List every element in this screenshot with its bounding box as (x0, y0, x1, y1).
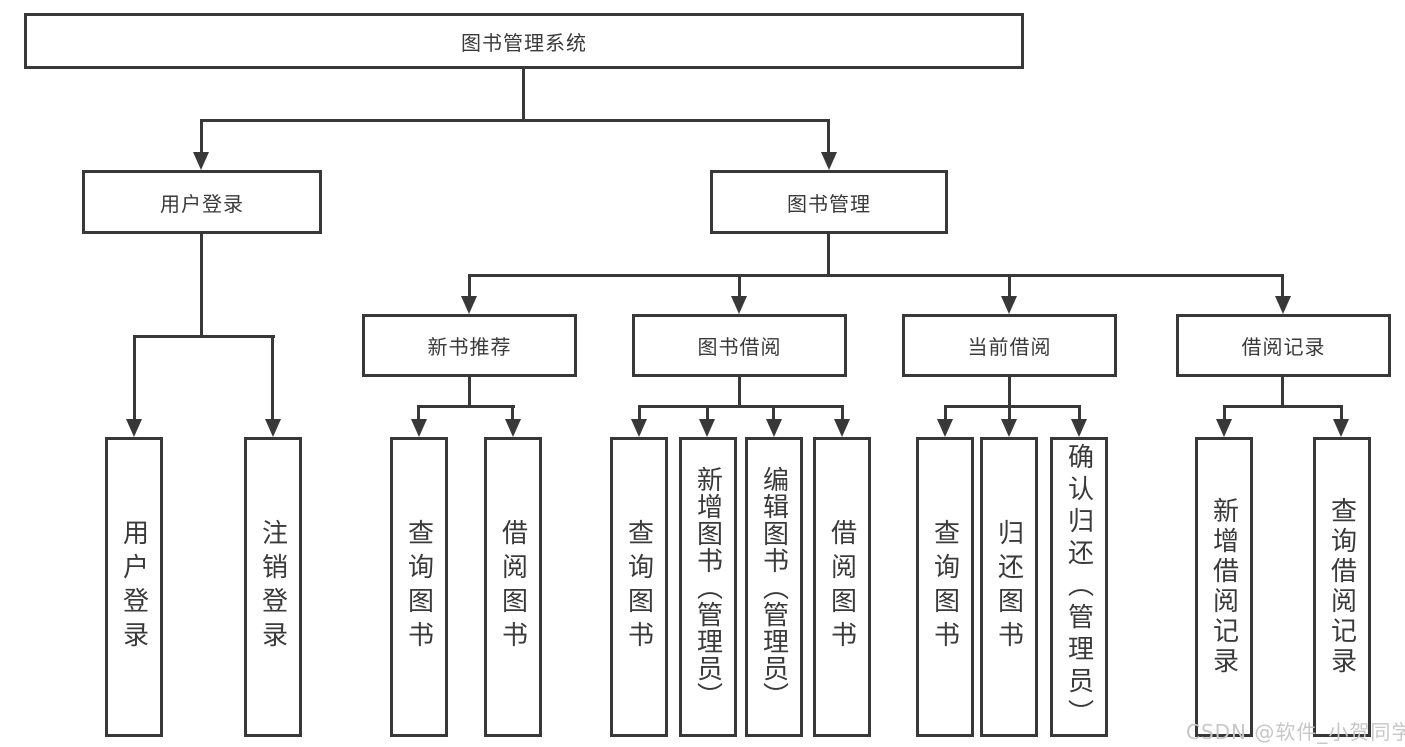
connector-line (1223, 405, 1343, 408)
connector-line (522, 69, 525, 121)
connector-line (841, 405, 844, 421)
connector-line (468, 376, 471, 407)
arrowhead (821, 152, 837, 170)
connector-line (1008, 376, 1011, 407)
arrowhead (461, 296, 477, 314)
node-user-login: 用户登录 (82, 170, 322, 234)
connector-line (1008, 405, 1011, 421)
arrowhead (1001, 419, 1017, 437)
node-root: 图书管理系统 (24, 13, 1024, 69)
leaf-borrow-add-book-admin: 新增图书（管理员） (679, 437, 737, 737)
arrowhead (1275, 296, 1291, 314)
leaf-recommend-borrow-book: 借阅图书 (484, 437, 542, 737)
connector-line (271, 335, 274, 421)
arrowhead (1216, 419, 1232, 437)
connector-line (738, 274, 741, 298)
connector-line (200, 233, 203, 337)
node-book-borrow: 图书借阅 (632, 314, 847, 377)
connector-line (468, 274, 1284, 277)
arrowhead (631, 419, 647, 437)
arrowhead (937, 419, 953, 437)
arrowhead (411, 419, 427, 437)
arrowhead (505, 419, 521, 437)
arrowhead (699, 419, 715, 437)
connector-line (1281, 274, 1284, 298)
connector-line (133, 335, 275, 338)
leaf-borrow-lend-book: 借阅图书 (813, 437, 871, 737)
node-borrow-records: 借阅记录 (1176, 314, 1391, 377)
leaf-current-return-book: 归还图书 (980, 437, 1038, 737)
node-book-management: 图书管理 (710, 170, 948, 234)
arrowhead (834, 419, 850, 437)
leaf-records-add-record: 新增借阅记录 (1195, 437, 1253, 737)
arrowhead (731, 296, 747, 314)
leaf-current-confirm-return-admin: 确认归还（管理员） (1050, 437, 1108, 737)
connector-line (1008, 274, 1011, 298)
connector-line (738, 376, 741, 407)
connector-line (827, 119, 830, 154)
arrowhead (766, 419, 782, 437)
connector-line (417, 405, 420, 421)
leaf-user-login: 用户登录 (105, 437, 163, 737)
connector-line (1078, 405, 1081, 421)
connector-line (200, 119, 830, 122)
connector-line (944, 405, 947, 421)
connector-line (511, 405, 514, 421)
connector-line (638, 405, 844, 408)
leaf-borrow-query-book: 查询图书 (610, 437, 668, 737)
connector-line (827, 233, 830, 277)
connector-line (944, 405, 1081, 408)
arrowhead (193, 152, 209, 170)
connector-line (200, 119, 203, 154)
arrowhead (1333, 419, 1349, 437)
connector-line (1223, 405, 1226, 421)
leaf-recommend-query-book: 查询图书 (390, 437, 448, 737)
arrowhead (1071, 419, 1087, 437)
connector-line (772, 405, 775, 421)
leaf-records-query-record: 查询借阅记录 (1313, 437, 1371, 737)
connector-line (133, 335, 136, 421)
arrowhead (1001, 296, 1017, 314)
leaf-current-query-book: 查询图书 (916, 437, 974, 737)
connector-line (706, 405, 709, 421)
csdn-watermark: CSDN @软件_小贺同学 (1186, 720, 1405, 744)
arrowhead (265, 419, 281, 437)
connector-line (468, 274, 471, 298)
connector-line (417, 405, 515, 408)
leaf-borrow-edit-book-admin: 编辑图书（管理员） (745, 437, 803, 737)
leaf-user-logout: 注销登录 (244, 437, 302, 737)
connector-line (1281, 376, 1284, 407)
connector-line (638, 405, 641, 421)
node-new-book-recommend: 新书推荐 (362, 314, 577, 377)
arrowhead (126, 419, 142, 437)
node-current-borrow: 当前借阅 (902, 314, 1117, 377)
connector-line (1340, 405, 1343, 421)
